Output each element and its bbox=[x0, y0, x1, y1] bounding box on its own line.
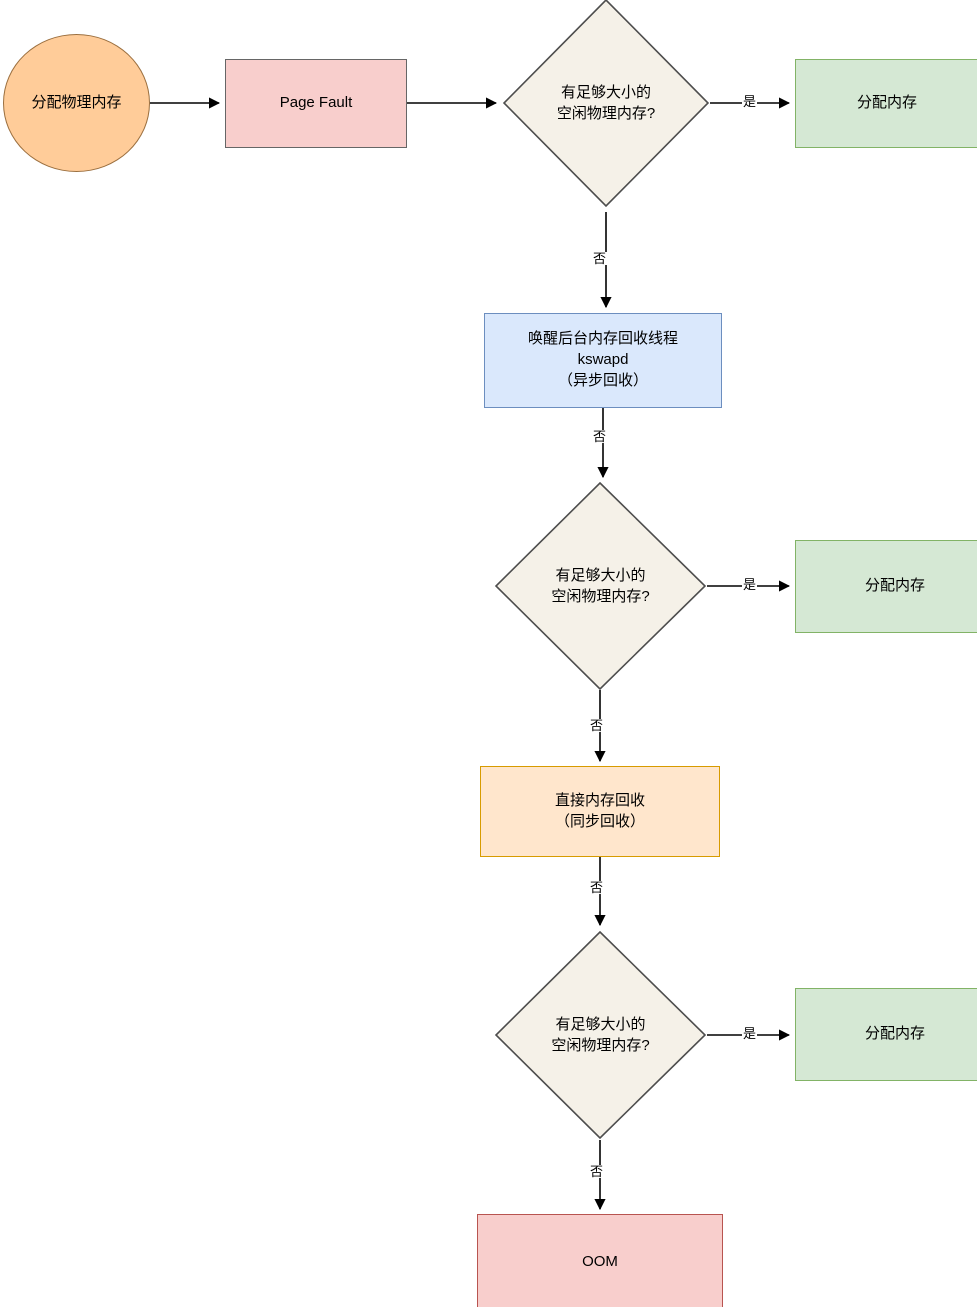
edge-label-no-3: 否 bbox=[589, 718, 605, 733]
node-allocate-memory-1-label: 分配内存 bbox=[856, 94, 917, 112]
node-oom-label: OOM bbox=[582, 1252, 618, 1270]
node-direct-reclaim-label: 直接内存回收 （同步回收） bbox=[554, 791, 645, 830]
node-wake-kswapd[interactable]: 唤醒后台内存回收线程 kswapd （异步回收） bbox=[484, 313, 722, 408]
decision-diamond-shape-1 bbox=[502, 0, 710, 208]
edge-label-no-1: 否 bbox=[592, 251, 608, 266]
node-page-fault[interactable]: Page Fault bbox=[225, 59, 407, 148]
node-decision-2-label: 有足够大小的 空闲物理内存? bbox=[551, 567, 650, 605]
node-start-label: 分配物理内存 bbox=[31, 93, 122, 111]
node-decision-free-memory-1[interactable]: 有足够大小的 空闲物理内存? bbox=[502, 0, 710, 208]
node-direct-reclaim[interactable]: 直接内存回收 （同步回收） bbox=[480, 766, 720, 857]
node-decision-1-label: 有足够大小的 空闲物理内存? bbox=[556, 84, 656, 122]
decision-diamond-shape-3 bbox=[494, 930, 707, 1140]
node-start-allocate-physical-memory[interactable]: 分配物理内存 bbox=[3, 34, 150, 172]
node-allocate-memory-3[interactable]: 分配内存 bbox=[795, 988, 977, 1081]
edge-label-no-2: 否 bbox=[592, 429, 608, 444]
node-allocate-memory-2-label: 分配内存 bbox=[864, 577, 925, 595]
node-allocate-memory-1[interactable]: 分配内存 bbox=[795, 59, 977, 148]
node-allocate-memory-3-label: 分配内存 bbox=[864, 1025, 925, 1043]
edge-label-yes-1: 是 bbox=[742, 94, 758, 109]
edge-label-no-5: 否 bbox=[589, 1164, 605, 1179]
node-allocate-memory-2[interactable]: 分配内存 bbox=[795, 540, 977, 633]
node-decision-free-memory-2[interactable]: 有足够大小的 空闲物理内存? bbox=[494, 481, 707, 691]
node-oom[interactable]: OOM bbox=[477, 1214, 723, 1307]
node-page-fault-label: Page Fault bbox=[279, 94, 353, 112]
edge-label-yes-3: 是 bbox=[742, 1026, 758, 1041]
node-wake-kswapd-label: 唤醒后台内存回收线程 kswapd （异步回收） bbox=[527, 330, 678, 389]
decision-diamond-shape-2 bbox=[494, 481, 707, 691]
edge-label-no-4: 否 bbox=[589, 880, 605, 895]
node-decision-free-memory-3[interactable]: 有足够大小的 空闲物理内存? bbox=[494, 930, 707, 1140]
edge-label-yes-2: 是 bbox=[742, 577, 758, 592]
node-decision-3-label: 有足够大小的 空闲物理内存? bbox=[551, 1016, 650, 1054]
